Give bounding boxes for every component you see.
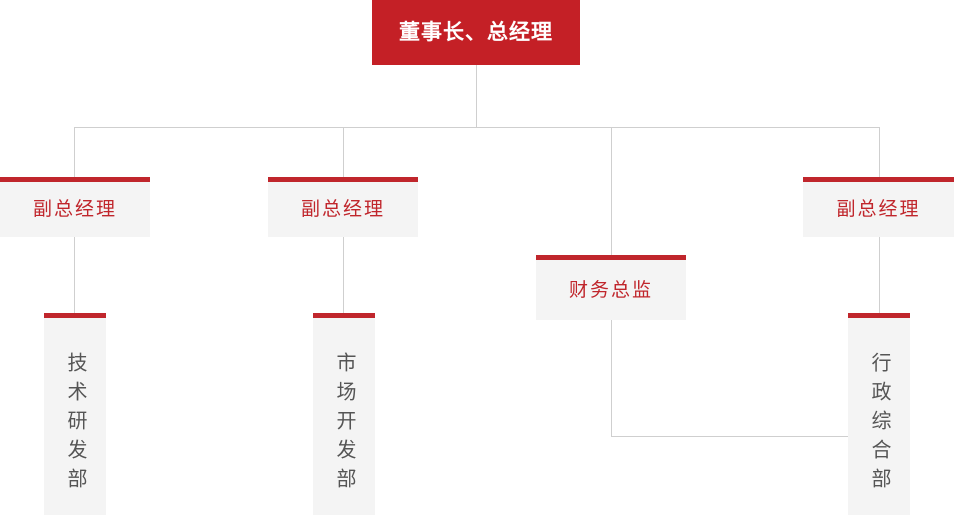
connector-cfo-to-admin <box>611 436 849 437</box>
node-cfo[interactable]: 财务总监 <box>536 255 686 320</box>
connector-bus-to-vp1 <box>74 127 75 177</box>
connector-bus-to-vp3 <box>879 127 880 177</box>
connector-root-stem <box>476 65 477 127</box>
node-department-rnd[interactable]: 技术研发部 <box>44 313 106 515</box>
node-label: 副总经理 <box>836 199 921 220</box>
node-label: 副总经理 <box>300 199 385 220</box>
node-vice-general-manager-1[interactable]: 副总经理 <box>0 177 150 237</box>
node-label: 董事长、总经理 <box>399 21 553 44</box>
connector-bus-to-vp2 <box>343 127 344 177</box>
node-vice-general-manager-2[interactable]: 副总经理 <box>268 177 418 237</box>
connector-cfo-drop <box>611 320 612 437</box>
node-label: 副总经理 <box>32 199 117 220</box>
connector-bus-to-cfo <box>611 127 612 255</box>
node-department-administration[interactable]: 行政综合部 <box>848 313 910 515</box>
node-department-market-development[interactable]: 市场开发部 <box>313 313 375 515</box>
node-label: 财务总监 <box>568 279 653 301</box>
connector-vp2-to-market <box>343 237 344 313</box>
node-label: 行政综合部 <box>868 352 890 497</box>
node-label: 市场开发部 <box>333 352 355 497</box>
connector-main-bus <box>74 127 880 128</box>
node-vice-general-manager-3[interactable]: 副总经理 <box>803 177 954 237</box>
connector-vp1-to-rnd <box>74 237 75 313</box>
connector-vp3-to-admin <box>879 237 880 313</box>
node-chairman-general-manager[interactable]: 董事长、总经理 <box>372 0 580 65</box>
node-label: 技术研发部 <box>64 352 86 497</box>
